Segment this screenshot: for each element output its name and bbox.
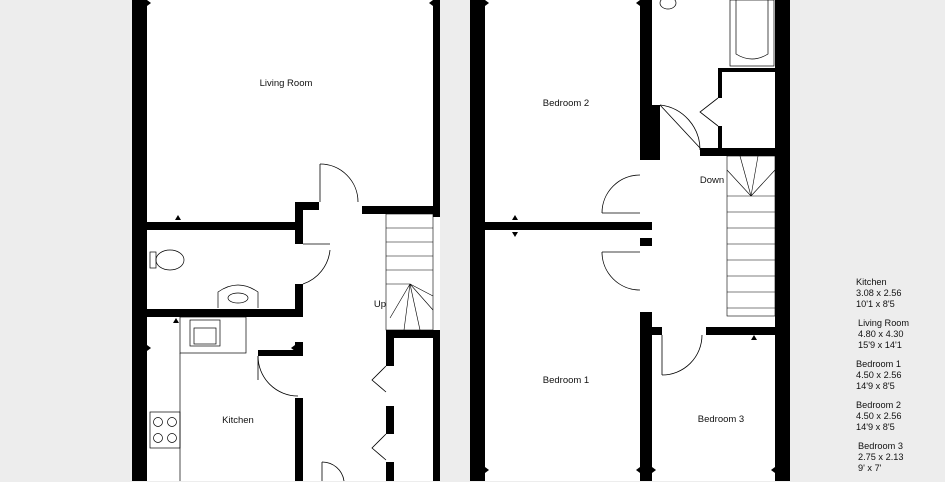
fixtures	[149, 0, 775, 481]
down-label: Down	[700, 175, 724, 186]
first-floor-walls	[470, 0, 790, 481]
bedroom-2-label: Bedroom 2	[543, 98, 589, 109]
legend-imperial: 9' x 7'	[858, 463, 882, 473]
radiator-markers	[147, 0, 775, 473]
legend-metric: 4.80 x 4.30	[858, 329, 904, 339]
sink-icon	[217, 284, 259, 308]
legend-entry-bedroom-3: Bedroom 3 2.75 x 2.13 9' x 7'	[856, 441, 944, 474]
legend-imperial: 10'1 x 8'5	[856, 299, 895, 309]
ground-floor-walls	[132, 0, 440, 481]
legend-entry-kitchen: Kitchen 3.08 x 2.56 10'1 x 8'5	[856, 277, 944, 310]
legend-imperial: 15'9 x 14'1	[858, 340, 902, 350]
first-floor-area	[478, 0, 782, 481]
bedroom-1-label: Bedroom 1	[543, 375, 589, 386]
legend-imperial: 14'9 x 8'5	[856, 381, 895, 391]
stairs-first	[726, 155, 776, 317]
up-label: Up	[374, 299, 386, 310]
legend-room-name: Bedroom 1	[856, 359, 901, 369]
legend-metric: 3.08 x 2.56	[856, 288, 902, 298]
legend-entry-living-room: Living Room 4.80 x 4.30 15'9 x 14'1	[856, 318, 944, 351]
legend-imperial: 14'9 x 8'5	[856, 422, 895, 432]
kitchen-label: Kitchen	[222, 415, 254, 426]
legend-entry-bedroom-2: Bedroom 2 4.50 x 2.56 14'9 x 8'5	[856, 400, 944, 433]
hob-icon	[149, 411, 181, 449]
legend-room-name: Kitchen	[856, 277, 887, 287]
legend-metric: 2.75 x 2.13	[858, 452, 904, 462]
door-swings	[257, 97, 719, 481]
stairs-ground	[385, 213, 434, 331]
toilet-upstairs-icon	[659, 0, 677, 10]
ground-floor-area	[140, 0, 440, 481]
legend-room-name: Bedroom 2	[856, 400, 901, 410]
bedroom-3-label: Bedroom 3	[698, 414, 744, 425]
living-room-label: Living Room	[260, 78, 313, 89]
legend-metric: 4.50 x 2.56	[856, 411, 902, 421]
kitchen-counter	[179, 316, 247, 354]
legend-room-name: Living Room	[858, 318, 910, 328]
bath-icon	[729, 0, 775, 67]
legend-entry-bedroom-1: Bedroom 1 4.50 x 2.56 14'9 x 8'5	[856, 359, 944, 392]
legend-metric: 4.50 x 2.56	[856, 370, 902, 380]
room-dimensions-legend: Kitchen 3.08 x 2.56 10'1 x 8'5 Living Ro…	[856, 277, 944, 482]
legend-room-name: Bedroom 3	[858, 441, 903, 451]
kitchen-sink-icon	[189, 319, 221, 347]
